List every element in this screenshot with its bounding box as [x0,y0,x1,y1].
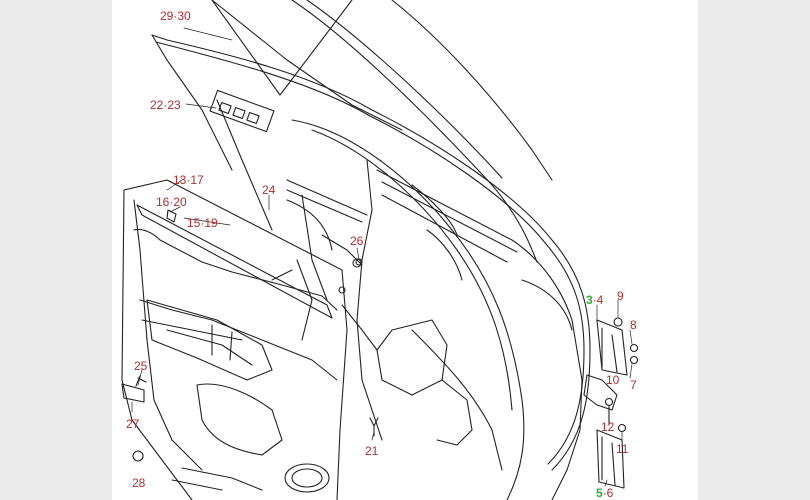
callout-16-20: 16·20 [156,195,187,209]
door-inner-panel [216,99,525,500]
callout-7: 7 [630,378,637,392]
callout-26: 26 [350,234,364,248]
bolt-9 [613,317,623,327]
callout-24: 24 [262,183,276,197]
door-glass [211,0,353,96]
door-trim-panel [123,179,348,500]
callout-8: 8 [630,318,637,332]
callout-21: 21 [365,444,379,458]
callout-3: 3 [586,293,593,307]
window-switch-22-23 [209,89,275,133]
callout-27: 27 [126,417,140,431]
weatherstrip-29-30 [151,34,591,471]
callout-9: 9 [617,289,624,303]
callout-4: ·4 [592,293,604,307]
glass-run-front [211,0,403,131]
window-frame-outer [291,0,538,263]
callout-3-4: 3·4 [586,294,603,306]
handle-27 [121,383,145,403]
weatherstrip-29-30-inner [155,41,585,465]
bolt-8 [629,343,639,353]
callout-6: ·6 [602,486,614,500]
callout-13-17: 13·17 [173,173,204,187]
door-assembly-drawing [121,0,639,500]
callout-22-23: 22·23 [150,98,181,112]
callout-5-6: 5·6 [596,487,613,499]
bolt-21 [369,417,379,437]
callout-12: 12 [601,420,615,434]
screw-25 [135,375,147,387]
callout-25: 25 [134,359,148,373]
door-shell-outer [511,239,583,500]
window-frame-inner [306,0,503,179]
moulding-15-19 [136,204,333,319]
callout-10: 10 [606,373,620,387]
callout-11: 11 [616,442,629,456]
upper-hinge-3-4 [596,319,628,376]
cap-28 [132,450,144,462]
map-pocket [196,383,283,456]
parts-diagram-canvas: 29·30 22·23 13·17 16·20 15·19 24 26 25 2… [112,0,698,500]
lower-hinge-5-6 [596,429,625,489]
callout-5: 5 [596,486,603,500]
callout-15-19: 15·19 [187,216,218,230]
bolt-7 [629,355,639,365]
sash-edge [391,0,553,181]
clip-16-20 [166,209,177,223]
callout-29-30: 29·30 [160,9,191,23]
speaker-grille [284,463,330,493]
bolt-11 [617,423,627,433]
armrest [146,299,273,381]
callout-28: 28 [132,476,146,490]
